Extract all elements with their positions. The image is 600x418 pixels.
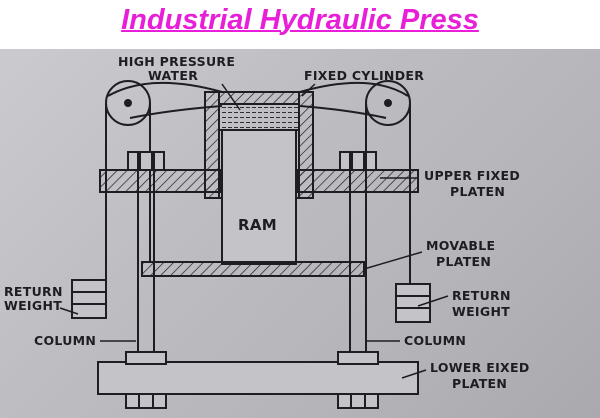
upper-fixed-platen-left xyxy=(99,169,221,193)
left-return-weight xyxy=(71,279,107,319)
label-upper-platen-line2: PLATEN xyxy=(450,184,505,199)
right-chain-top xyxy=(299,81,409,97)
movable-platen xyxy=(141,261,365,277)
upper-right-nut xyxy=(339,151,377,171)
leader-left-weight xyxy=(59,307,79,315)
leader-high-pressure xyxy=(221,83,241,111)
label-return-weight-left-line1: RETURN xyxy=(4,284,63,299)
lower-left-nut-top xyxy=(125,351,167,365)
label-movable-platen-line1: MOVABLE xyxy=(426,238,495,253)
lower-fixed-platen xyxy=(97,361,419,395)
right-pulley-hub xyxy=(384,99,392,107)
leader-movable-platen xyxy=(363,251,423,270)
left-chain-top xyxy=(107,81,223,97)
label-column-right: COLUMN xyxy=(404,333,466,348)
page-title: Industrial Hydraulic Press xyxy=(121,4,479,36)
label-high-pressure-line1: HIGH PRESSURE xyxy=(118,54,235,69)
label-upper-platen-line1: UPPER FIXED xyxy=(424,168,520,183)
lower-right-nut-top xyxy=(337,351,379,365)
high-pressure-water xyxy=(218,103,300,131)
label-return-weight-right-line2: WEIGHT xyxy=(452,304,510,319)
label-ram: RAM xyxy=(238,216,277,234)
upper-left-nut xyxy=(127,151,165,171)
label-return-weight-right-line1: RETURN xyxy=(452,288,511,303)
ram xyxy=(221,129,297,265)
label-return-weight-left-line2: WEIGHT xyxy=(4,298,62,313)
label-column-left: COLUMN xyxy=(34,333,96,348)
left-pulley-hub xyxy=(124,99,132,107)
right-return-weight xyxy=(395,283,431,323)
lower-left-nut-bottom xyxy=(125,393,167,409)
lower-right-nut-bottom xyxy=(337,393,379,409)
leader-lower-platen xyxy=(401,369,427,379)
leader-right-weight xyxy=(417,295,449,307)
label-lower-platen-line1: LOWER EIXED xyxy=(430,360,530,375)
label-high-pressure-line2: WATER xyxy=(148,68,198,83)
upper-fixed-platen-right xyxy=(297,169,419,193)
leader-fixed-cylinder xyxy=(301,83,316,97)
label-lower-platen-line2: PLATEN xyxy=(452,376,507,391)
label-fixed-cylinder: FIXED CYLINDER xyxy=(304,68,424,83)
label-movable-platen-line2: PLATEN xyxy=(436,254,491,269)
